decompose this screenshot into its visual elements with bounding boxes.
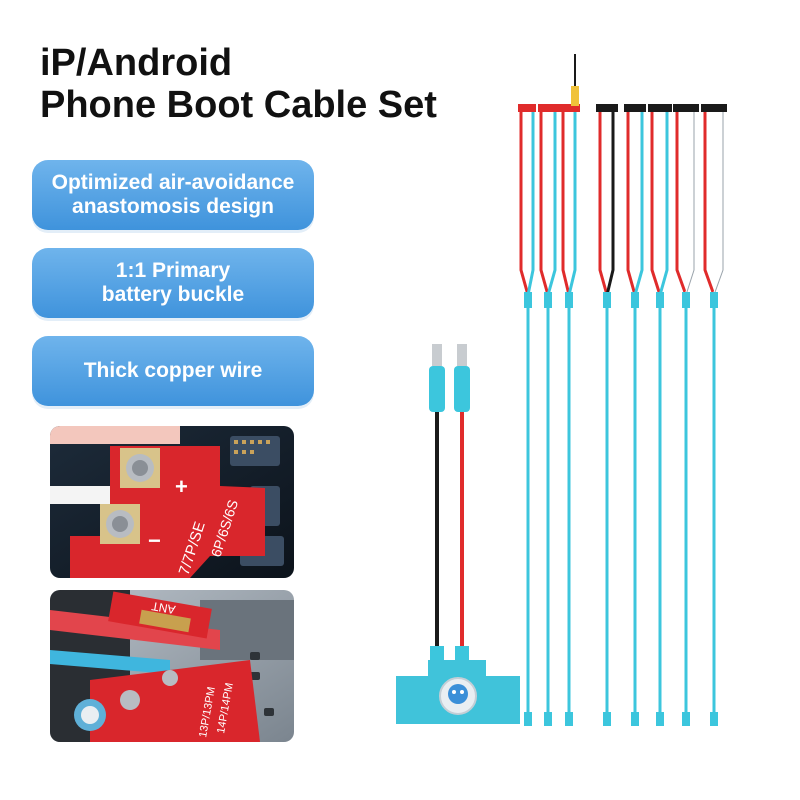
banana-plug-red (454, 344, 470, 650)
feature-1-line-2: anastomosis design (72, 195, 274, 218)
boot-cable-5 (624, 104, 646, 726)
minus-sign: − (148, 528, 161, 553)
splitter-hub (396, 646, 520, 724)
feature-2-line-2: battery buckle (101, 283, 245, 306)
boot-cable-4 (596, 104, 618, 726)
feature-badge-battery-buckle: 1:1 Primary battery buckle (32, 248, 314, 318)
connector-photo-7-series-image: + − 7/7P/SE 6P/6S/6S (50, 426, 294, 578)
boot-cables (518, 54, 727, 726)
ant-label: ANT (150, 599, 177, 617)
feature-1-line-1: Optimized air-avoidance (51, 171, 295, 194)
feature-badge-copper-wire: Thick copper wire (32, 336, 314, 406)
title-line-2: Phone Boot Cable Set (40, 84, 437, 126)
feature-badge-air-avoidance: Optimized air-avoidance anastomosis desi… (32, 160, 314, 230)
boot-cable-3 (558, 54, 580, 726)
mascot-logo-icon (448, 684, 468, 704)
connector-photo-7-series: + − 7/7P/SE 6P/6S/6S (50, 426, 294, 578)
connector-photo-13-series-image: ANT 13P/13PM 14P/14PM (50, 590, 294, 742)
boot-cable-6 (648, 104, 672, 726)
banana-plug-black (429, 344, 445, 650)
boot-cable-8 (701, 104, 727, 726)
boot-cable-2 (538, 104, 558, 726)
plus-sign: + (175, 474, 188, 499)
title-line-1: iP/Android (40, 42, 233, 84)
feature-3-line-1: Thick copper wire (83, 359, 263, 382)
feature-2-line-1: 1:1 Primary (115, 259, 231, 282)
boot-cable-7 (673, 104, 699, 726)
connector-photo-13-series: ANT 13P/13PM 14P/14PM (50, 590, 294, 742)
boot-cable-1 (518, 104, 536, 726)
page-title: iP/Android Phone Boot Cable Set (40, 42, 437, 126)
